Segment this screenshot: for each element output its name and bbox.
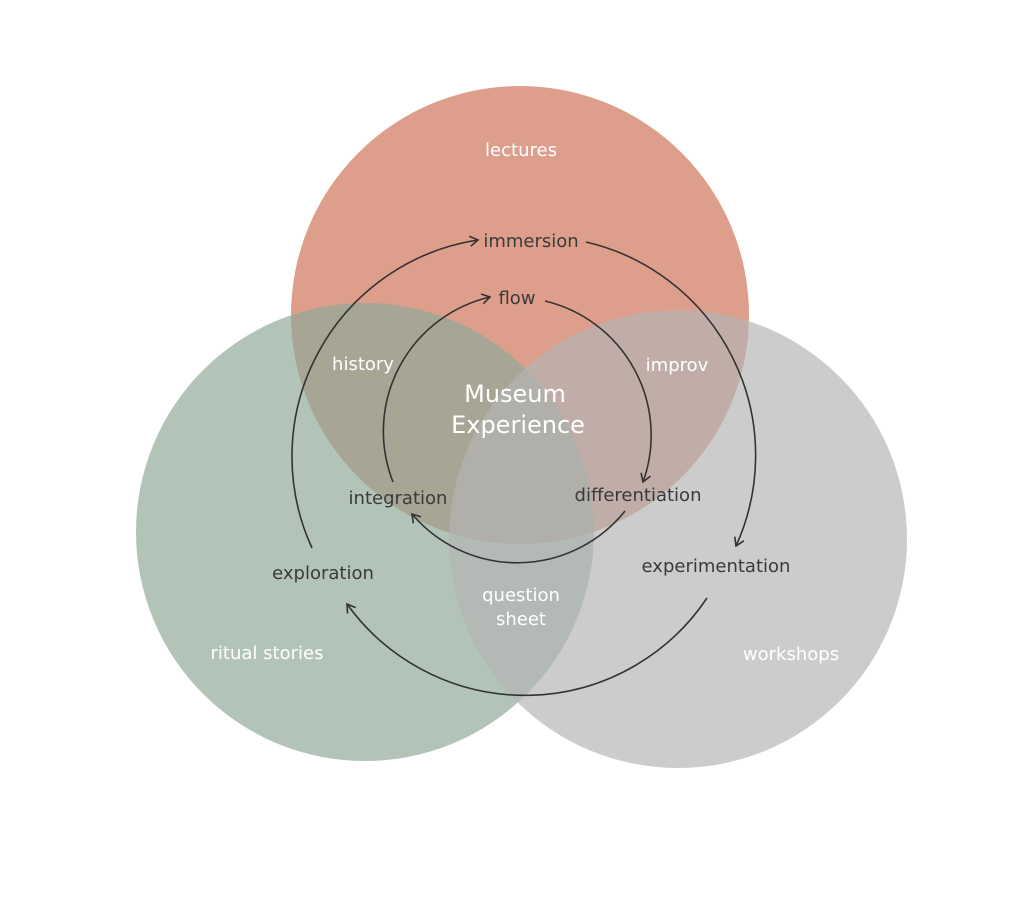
label-differentiation: differentiation [575,485,702,506]
circle-workshops [449,310,907,768]
arrow-exploration-to-immersion [291,235,480,549]
arrow-differentiation-to-integration [411,510,626,564]
label-sheet: sheet [496,609,546,630]
label-integration: integration [349,488,448,509]
label-experimentation: experimentation [642,556,791,577]
label-immersion: immersion [483,231,578,252]
arrow-immersion-to-experimentation [585,241,757,548]
arrow-flow-to-differentiation [544,300,652,484]
label-ritual-stories: ritual stories [211,643,324,664]
label-question: question [482,585,560,606]
label-exploration: exploration [272,563,374,584]
label-workshops: workshops [743,644,839,665]
label-improv: improv [646,355,709,376]
arrow-experimentation-to-exploration [346,597,708,697]
label-history: history [332,354,394,375]
arrow-integration-to-flow [382,293,492,483]
label-flow: flow [498,288,535,309]
label-lectures: lectures [485,140,557,161]
center-title-line1: Museum [464,380,566,408]
center-title-line2: Experience [451,411,585,439]
